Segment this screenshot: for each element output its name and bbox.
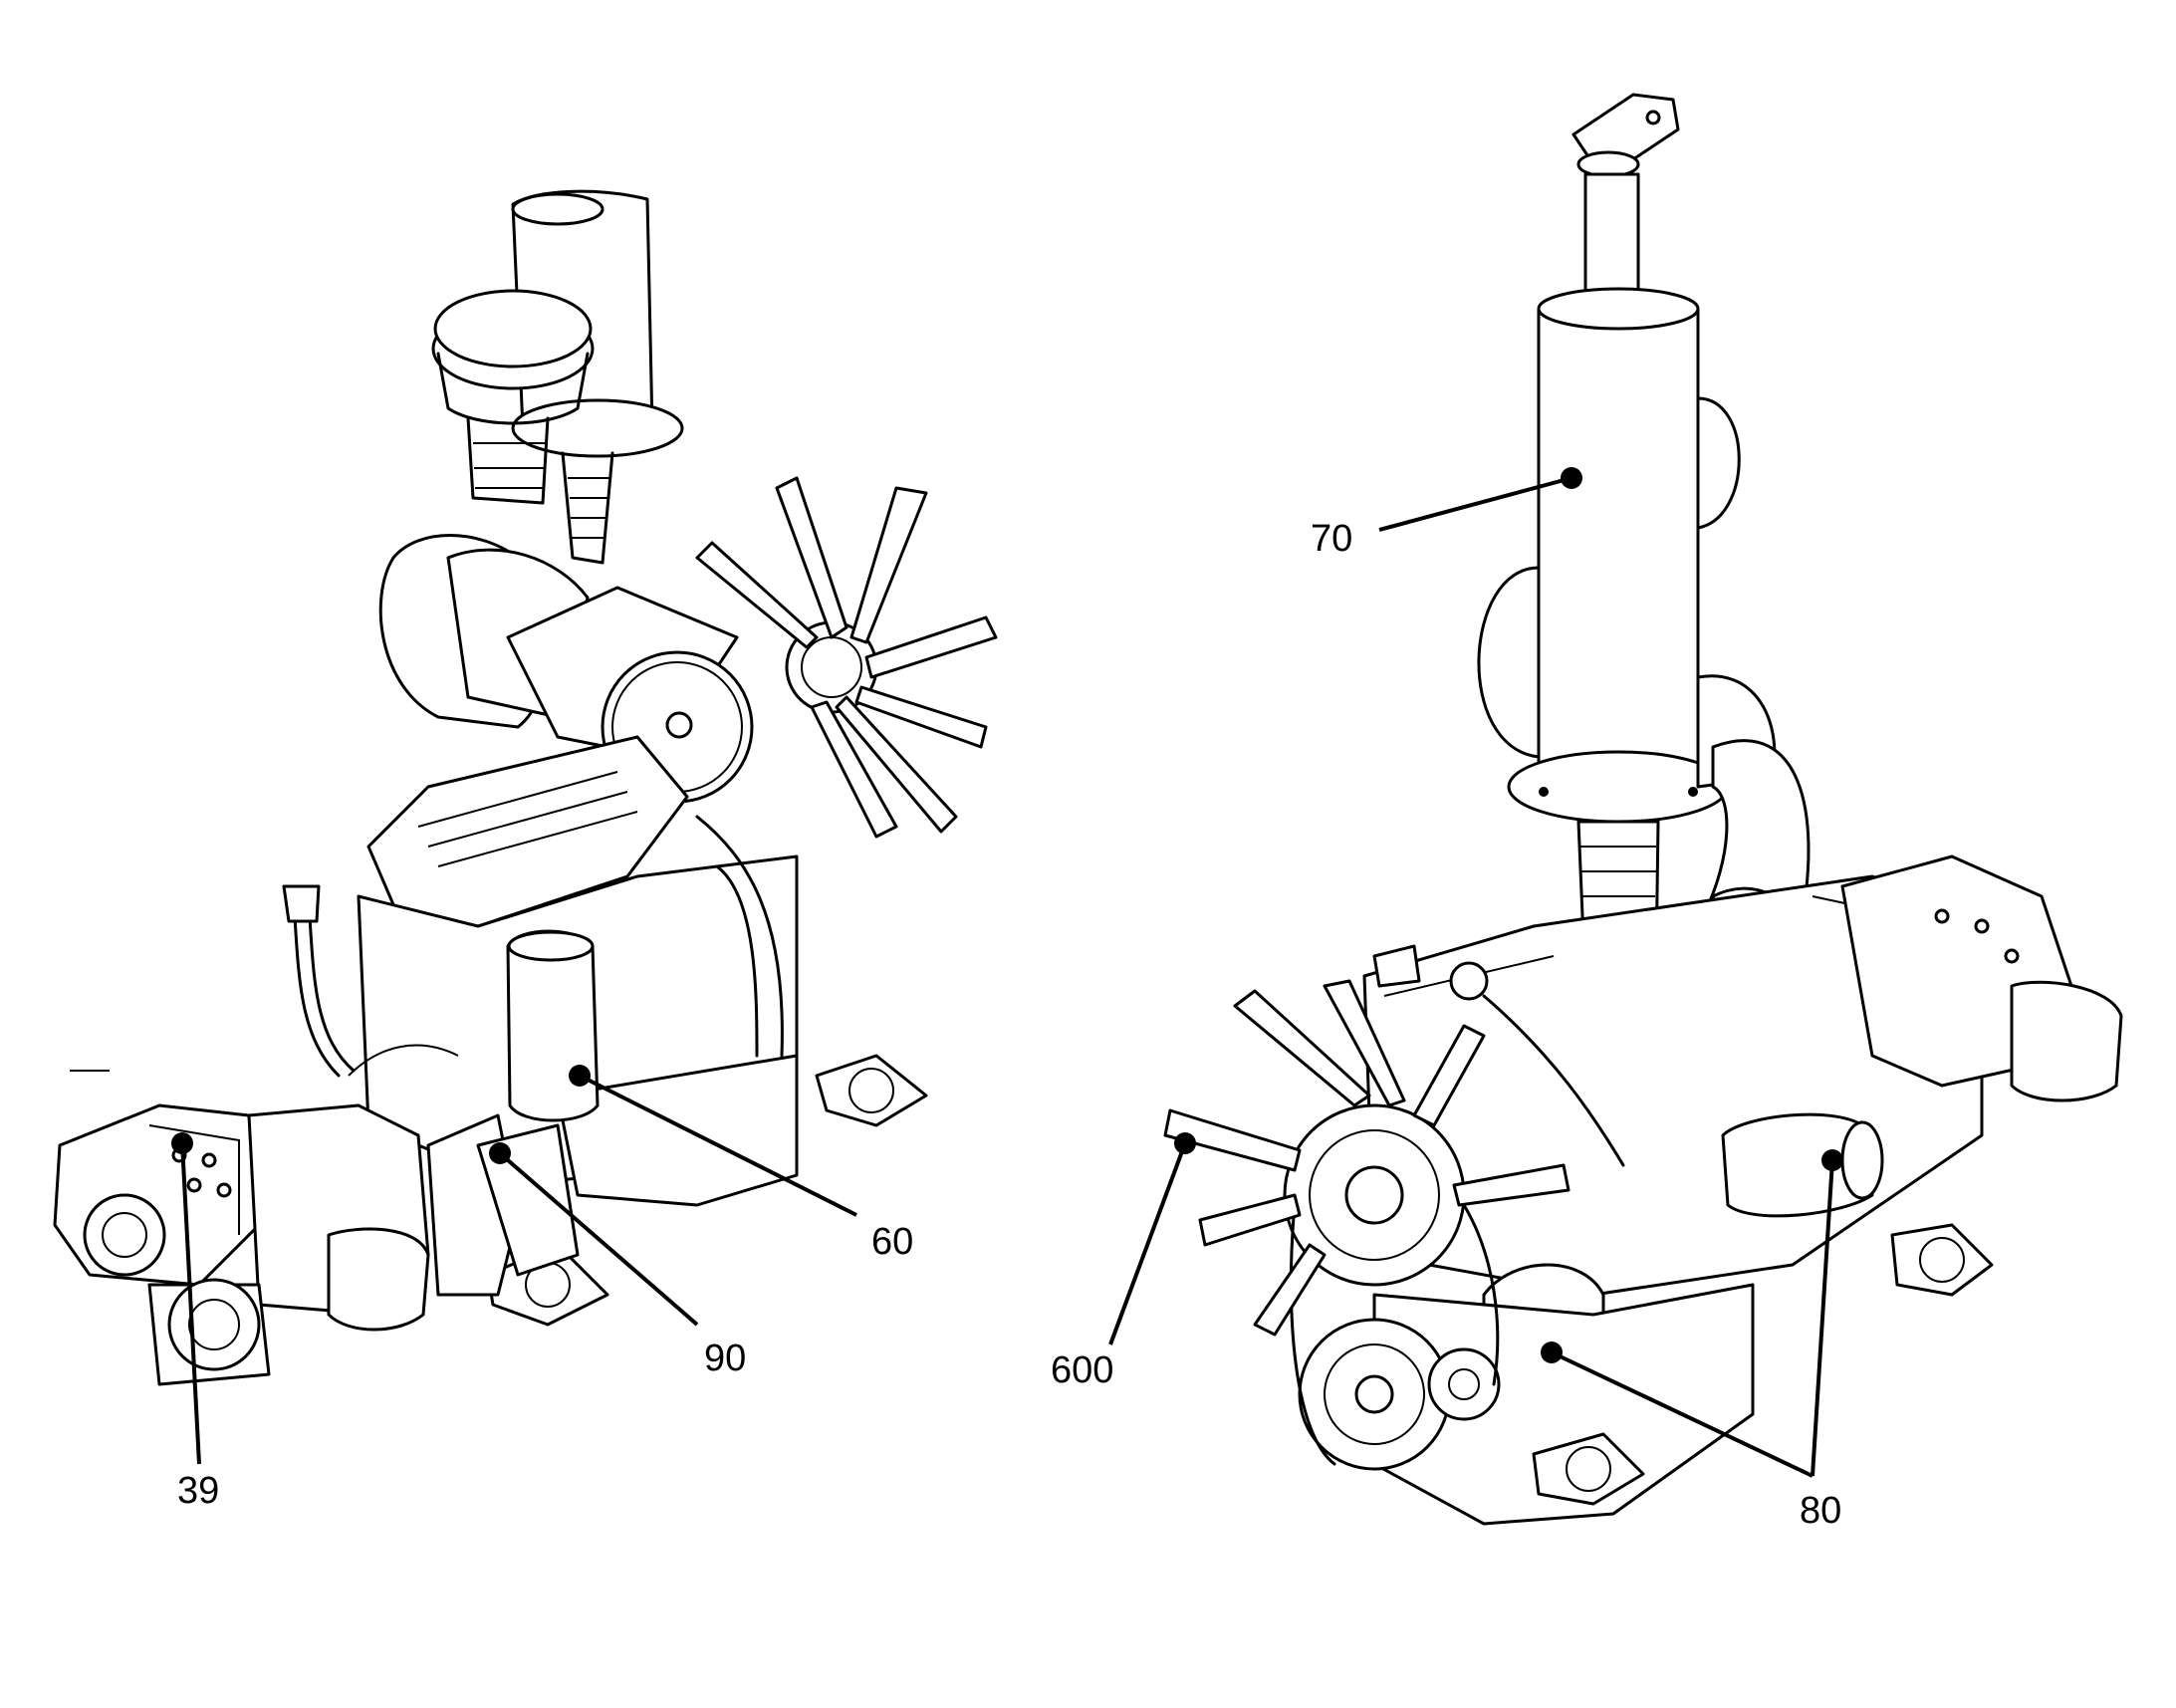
leader-80b — [1811, 1159, 1834, 1477]
leader-90 — [498, 1151, 699, 1327]
callout-label-39: 39 — [177, 1470, 220, 1512]
leader-39 — [180, 1142, 201, 1465]
leader-60 — [579, 1074, 857, 1217]
callout-label-60: 60 — [871, 1221, 914, 1263]
leader-600 — [1108, 1142, 1187, 1345]
leader-70 — [1378, 476, 1572, 532]
leader-lines — [171, 467, 1843, 1478]
callout-label-70: 70 — [1311, 518, 1353, 560]
leader-80a — [1551, 1350, 1813, 1478]
left-engine — [53, 189, 998, 1386]
callout-label-90: 90 — [704, 1338, 747, 1379]
callout-label-600: 600 — [1051, 1349, 1114, 1391]
right-engine — [1163, 93, 2123, 1526]
callout-label-80: 80 — [1800, 1490, 1842, 1532]
